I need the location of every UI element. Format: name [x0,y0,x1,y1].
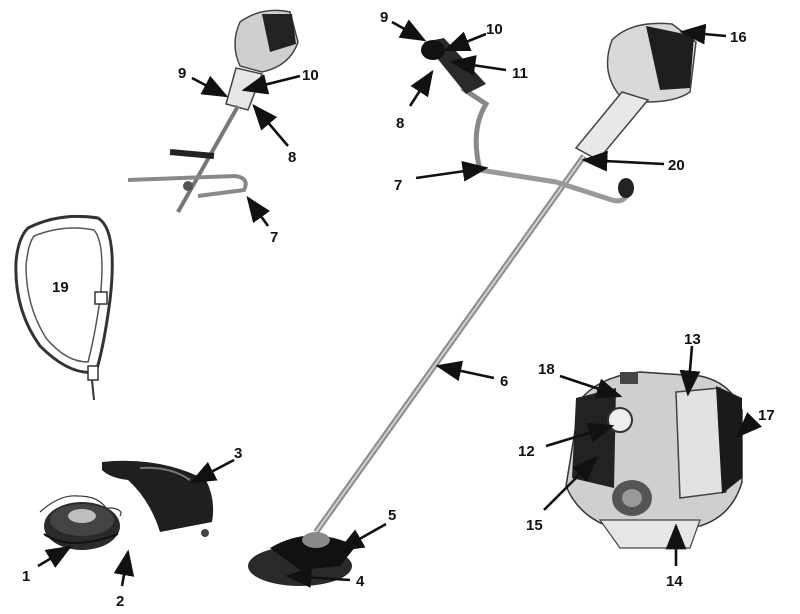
part-label-14: 14 [666,573,683,590]
part-label-2: 2 [116,593,124,610]
part-label-8a: 8 [288,149,296,166]
arrow-18 [559,374,623,399]
part-label-4: 4 [356,573,365,590]
part-label-13: 13 [684,331,701,348]
part-label-7a: 7 [270,229,278,246]
arrow-15 [543,456,598,511]
part-label-12: 12 [518,443,535,460]
arrow-3 [189,458,235,484]
callout-arrows [37,19,762,588]
arrow-10b [443,31,487,52]
part-label-18: 18 [538,361,555,378]
part-label-20: 20 [668,157,685,174]
arrow-11 [449,55,507,76]
part-label-9b: 9 [380,9,388,26]
part-label-7b: 7 [394,177,402,194]
inset-trimmer-illustration [127,9,299,213]
arrow-6 [435,360,495,382]
part-label-10b: 10 [486,21,503,38]
part-label-5: 5 [388,507,396,524]
harness-illustration [14,214,114,401]
arrow-17 [736,412,762,438]
part-labels: 1 2 3 4 5 6 7 7 8 8 9 9 10 10 11 12 13 1… [22,9,775,610]
arrow-16 [679,23,727,45]
part-label-6: 6 [500,373,508,390]
part-label-10a: 10 [302,67,319,84]
part-label-3: 3 [234,445,242,462]
arrow-1 [37,545,73,568]
part-label-17: 17 [758,407,775,424]
arrow-12 [545,422,615,448]
arrow-13 [679,345,701,397]
arrow-2 [113,549,135,587]
arrow-20 [581,150,665,172]
part-label-9a: 9 [178,65,186,82]
arrow-7b [415,161,489,182]
arrow-8b [408,69,434,107]
arrow-10a [241,74,301,95]
part-label-8b: 8 [396,115,404,132]
arrow-8a [252,104,289,147]
part-label-15: 15 [526,517,543,534]
part-label-16: 16 [730,29,747,46]
arrow-9b [391,19,427,42]
trimmer-head-illustration [39,495,122,550]
arrow-9a [191,75,229,98]
arrow-7a [246,195,271,227]
arrow-4 [285,567,351,588]
main-trimmer-illustration [248,22,697,586]
guard-illustration [102,460,214,537]
part-label-11: 11 [512,65,528,82]
arrow-5 [337,522,387,552]
part-label-19: 19 [52,279,69,296]
part-label-1: 1 [22,568,30,585]
